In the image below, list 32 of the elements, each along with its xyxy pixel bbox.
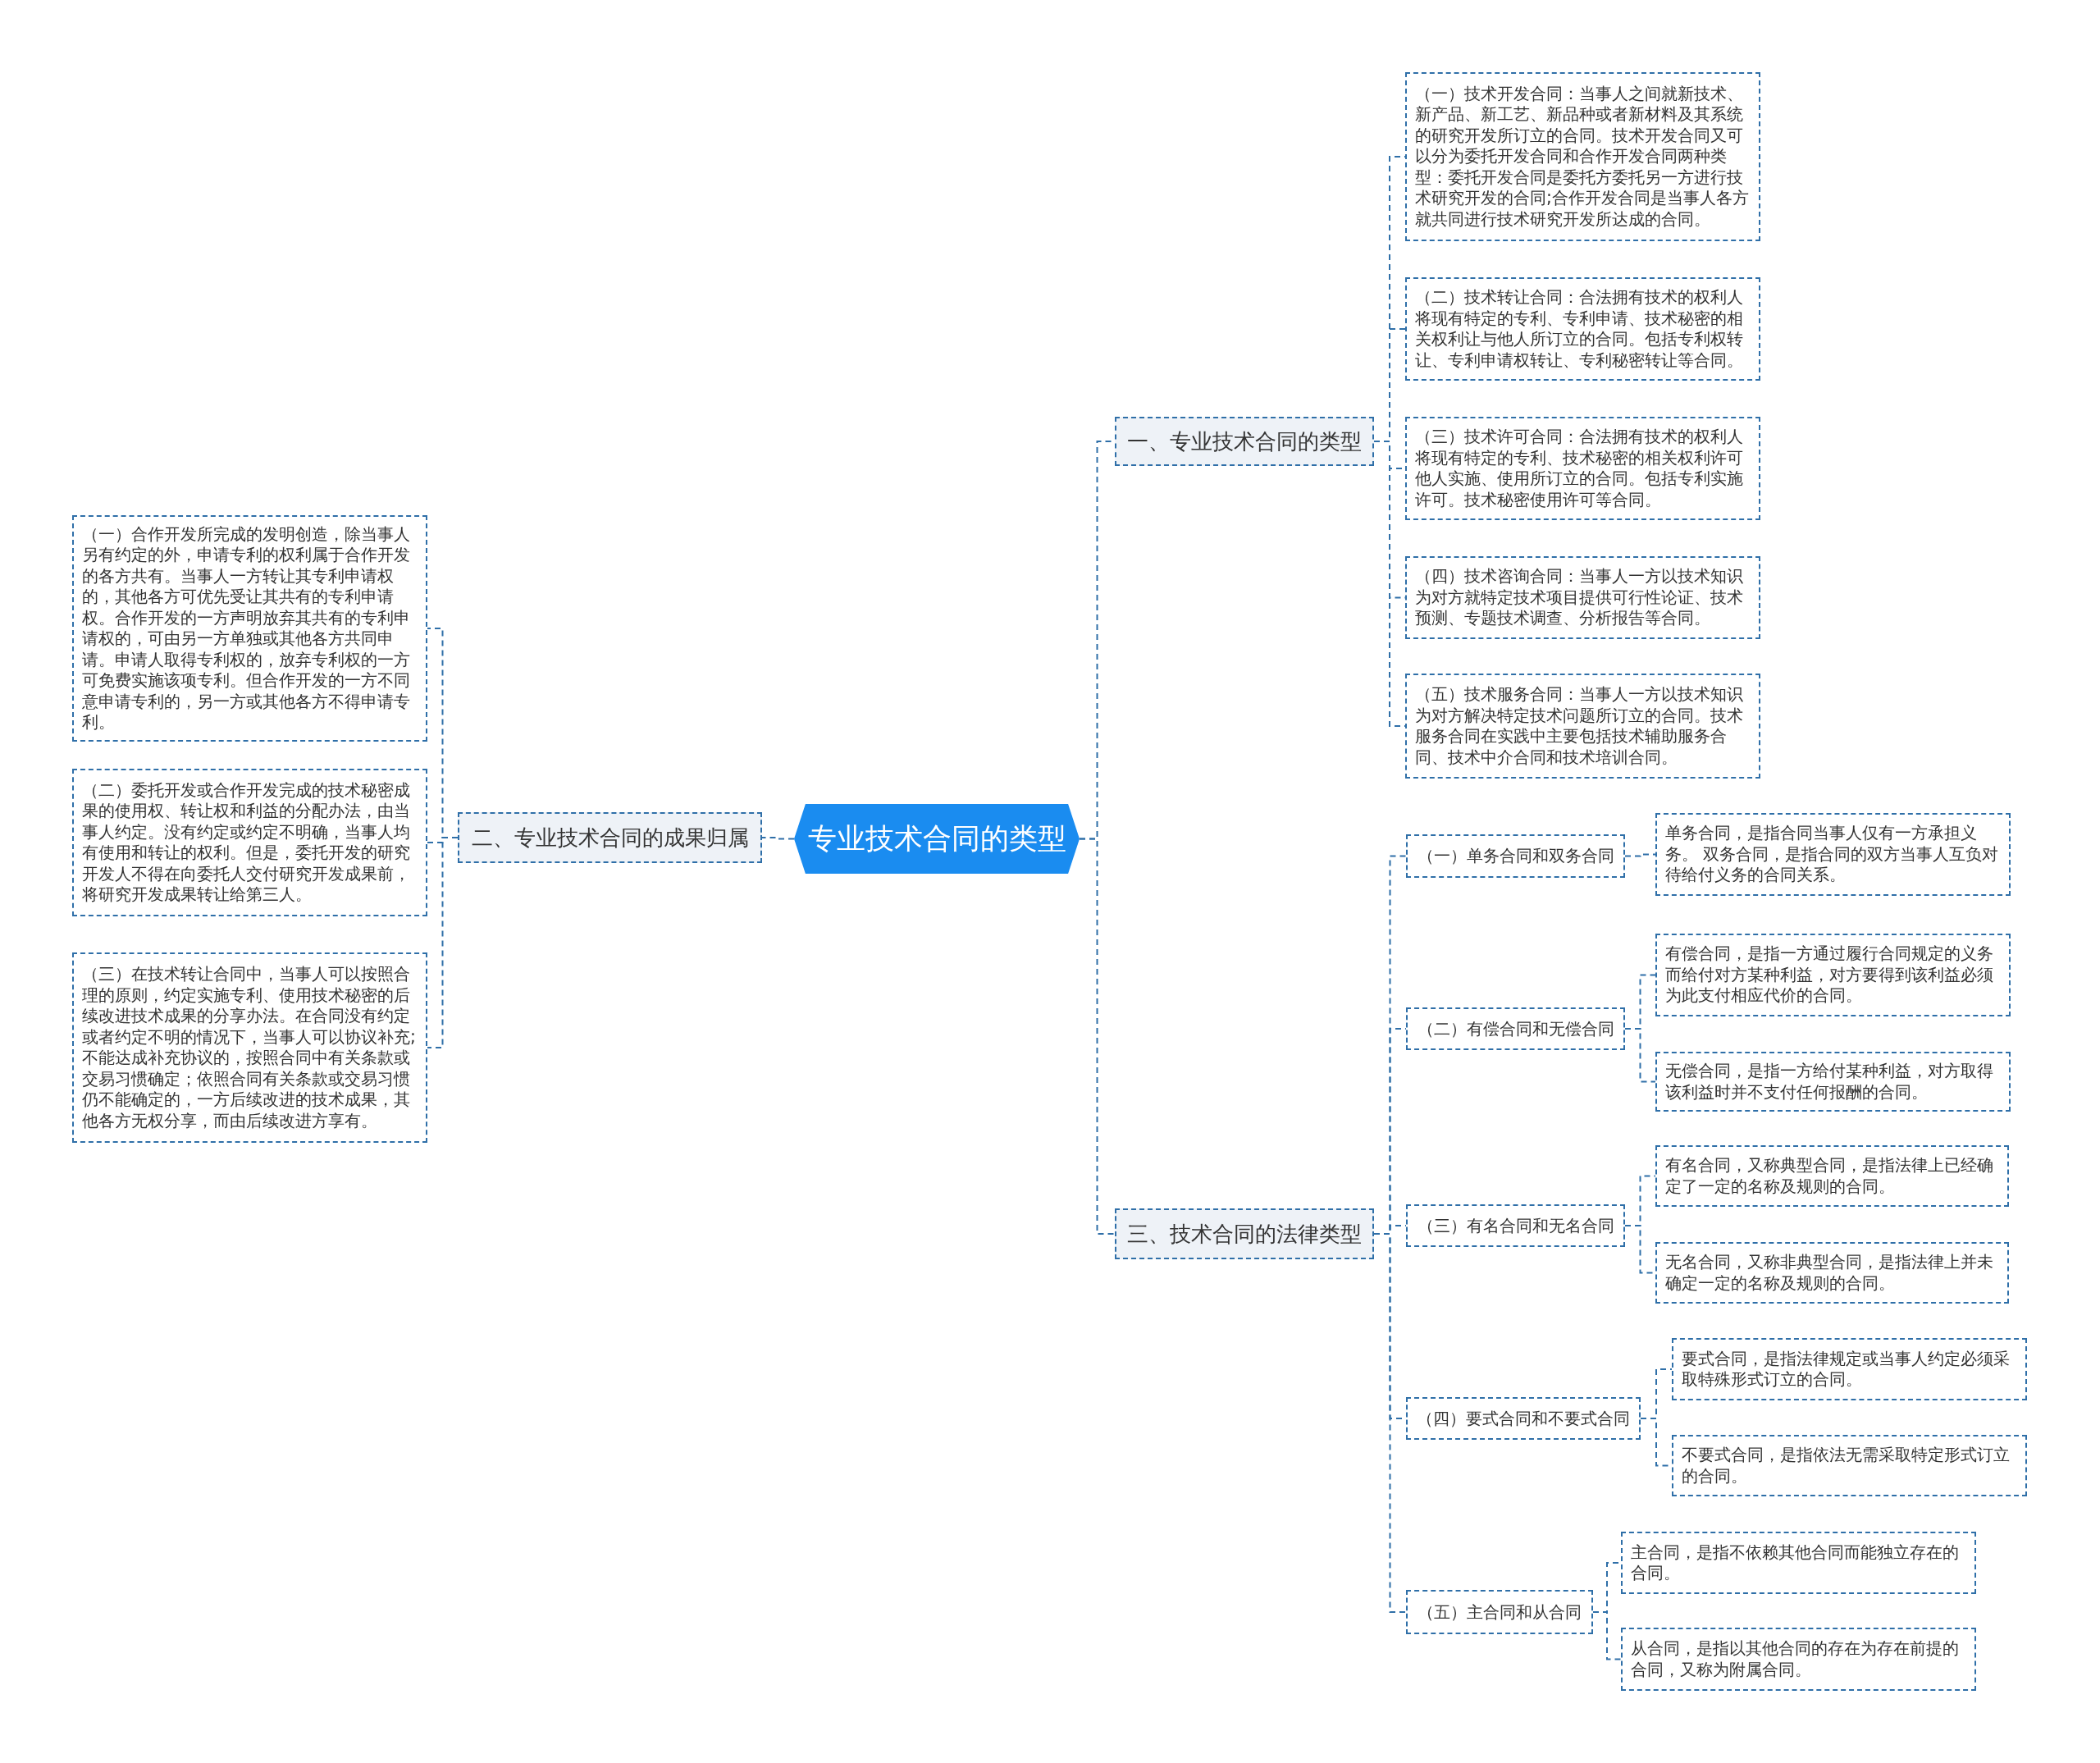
text-box: （一）技术开发合同：当事人之间就新技术、新产品、新工艺、新品种或者新材料及其系统的研究开发所订立的合同。技术开发合同又可以分为委托开发合同和合作开发合同两种类型：委托开发合同是委托方委托另一方进行技术研究开发的合同;合作开发合同是当事人各方就共同进行技术研究开发所达成的合同。 [1405,72,1760,241]
subtopic-box: （三）有名合同和无名合同 [1406,1204,1625,1247]
subtopic-box: （四）要式合同和不要式合同 [1406,1397,1641,1440]
central-topic-box: 专业技术合同的类型 [794,804,1080,874]
text-box: （三）技术许可合同：合法拥有技术的权利人将现有特定的专利、技术秘密的相关权利许可他人实施、使用所订立的合同。包括专利实施许可。技术秘密使用许可等合同。 [1405,417,1760,520]
text-box: （三）在技术转让合同中，当事人可以按照合理的原则，约定实施专利、使用技术秘密的后续改进技术成果的分享办法。在合同没有约定或者约定不明的情况下，当事人可以协议补充;不能达成补充协议的，按照合同中有关条款或交易习惯确定；依照合同有关条款或交易习惯仍不能确定的，一方后续改进的技术成果，其他各方无权分享，而由后续改进方享有。 [72,952,427,1143]
branch-topic-box: 一、专业技术合同的类型 [1115,417,1374,466]
text-box: 无偿合同，是指一方给付某种利益，对方取得该利益时并不支付任何报酬的合同。 [1655,1052,2011,1112]
text-box: （一）合作开发所完成的发明创造，除当事人另有约定的外，申请专利的权利属于合作开发的各方共有。当事人一方转让其专利申请权的，其他各方可优先受让其共有的专利申请权。合作开发的一方声明放弃其共有的专利申请权的，可由另一方单独或其他各方共同申请。申请人取得专利权的，放弃专利权的一方可免费实施该项专利。但合作开发的一方不同意申请专利的，另一方或其他各方不得申请专利。 [72,515,427,742]
connector-line [761,837,795,840]
subtopic-box: （五）主合同和从合同 [1406,1590,1593,1634]
connector-line [1592,1611,1622,1660]
text-box: 主合同，是指不依赖其他合同而能独立存在的合同。 [1621,1532,1976,1594]
branch-topic-box: 三、技术合同的法律类型 [1115,1208,1374,1259]
text-box: 从合同，是指以其他合同的存在为存在前提的合同，又称为附属合同。 [1621,1628,1976,1691]
text-box: （二）委托开发或合作开发完成的技术秘密成果的使用权、转让权和利益的分配办法，由当事人约定。没有约定或约定不明确，当事人均有使用和转让的权利。但是，委托开发的研究开发人不得在向委托人交付研究开发成果前，将研究开发成果转让给第三人。 [72,769,427,916]
text-box: （五）技术服务合同：当事人一方以技术知识为对方解决特定技术问题所订立的合同。技术服务合同在实践中主要包括技术辅助服务合同、技术中介合同和技术培训合同。 [1405,674,1760,779]
text-box: （二）技术转让合同：合法拥有技术的权利人将现有特定的专利、专利申请、技术秘密的相关权利让与他人所订立的合同。包括专利权转让、专利申请权转让、专利秘密转让等合同。 [1405,277,1760,381]
connector-line [1624,853,1656,857]
text-box: 有偿合同，是指一方通过履行合同规定的义务而给付对方某种利益，对方要得到该利益必须为此支付相应代价的合同。 [1655,934,2011,1016]
text-box: （四）技术咨询合同：当事人一方以技术知识为对方就特定技术项目提供可行性论证、技术预测、专题技术调查、分析报告等合同。 [1405,556,1760,639]
text-box: 有名合同，又称典型合同，是指法律上已经确定了一定的名称及规则的合同。 [1655,1145,2009,1207]
text-box: 不要式合同，是指依法无需采取特定形式订立的合同。 [1672,1435,2027,1496]
branch-topic-box: 二、专业技术合同的成果归属 [458,812,762,863]
text-box: 要式合同，是指法律规定或当事人约定必须采取特殊形式订立的合同。 [1672,1338,2027,1400]
connector-line [1079,838,1116,1235]
text-box: 无名合同，又称非典型合同，是指法律上并未确定一定的名称及规则的合同。 [1655,1242,2009,1304]
connector-line [427,837,459,1048]
subtopic-box: （一）单务合同和双务合同 [1406,834,1625,878]
connector-line [1624,1028,1656,1083]
text-box: 单务合同，是指合同当事人仅有一方承担义务。 双务合同，是指合同的双方当事人互负对待给付义务的合同关系。 [1655,813,2011,896]
subtopic-box: （二）有偿合同和无偿合同 [1406,1007,1625,1050]
